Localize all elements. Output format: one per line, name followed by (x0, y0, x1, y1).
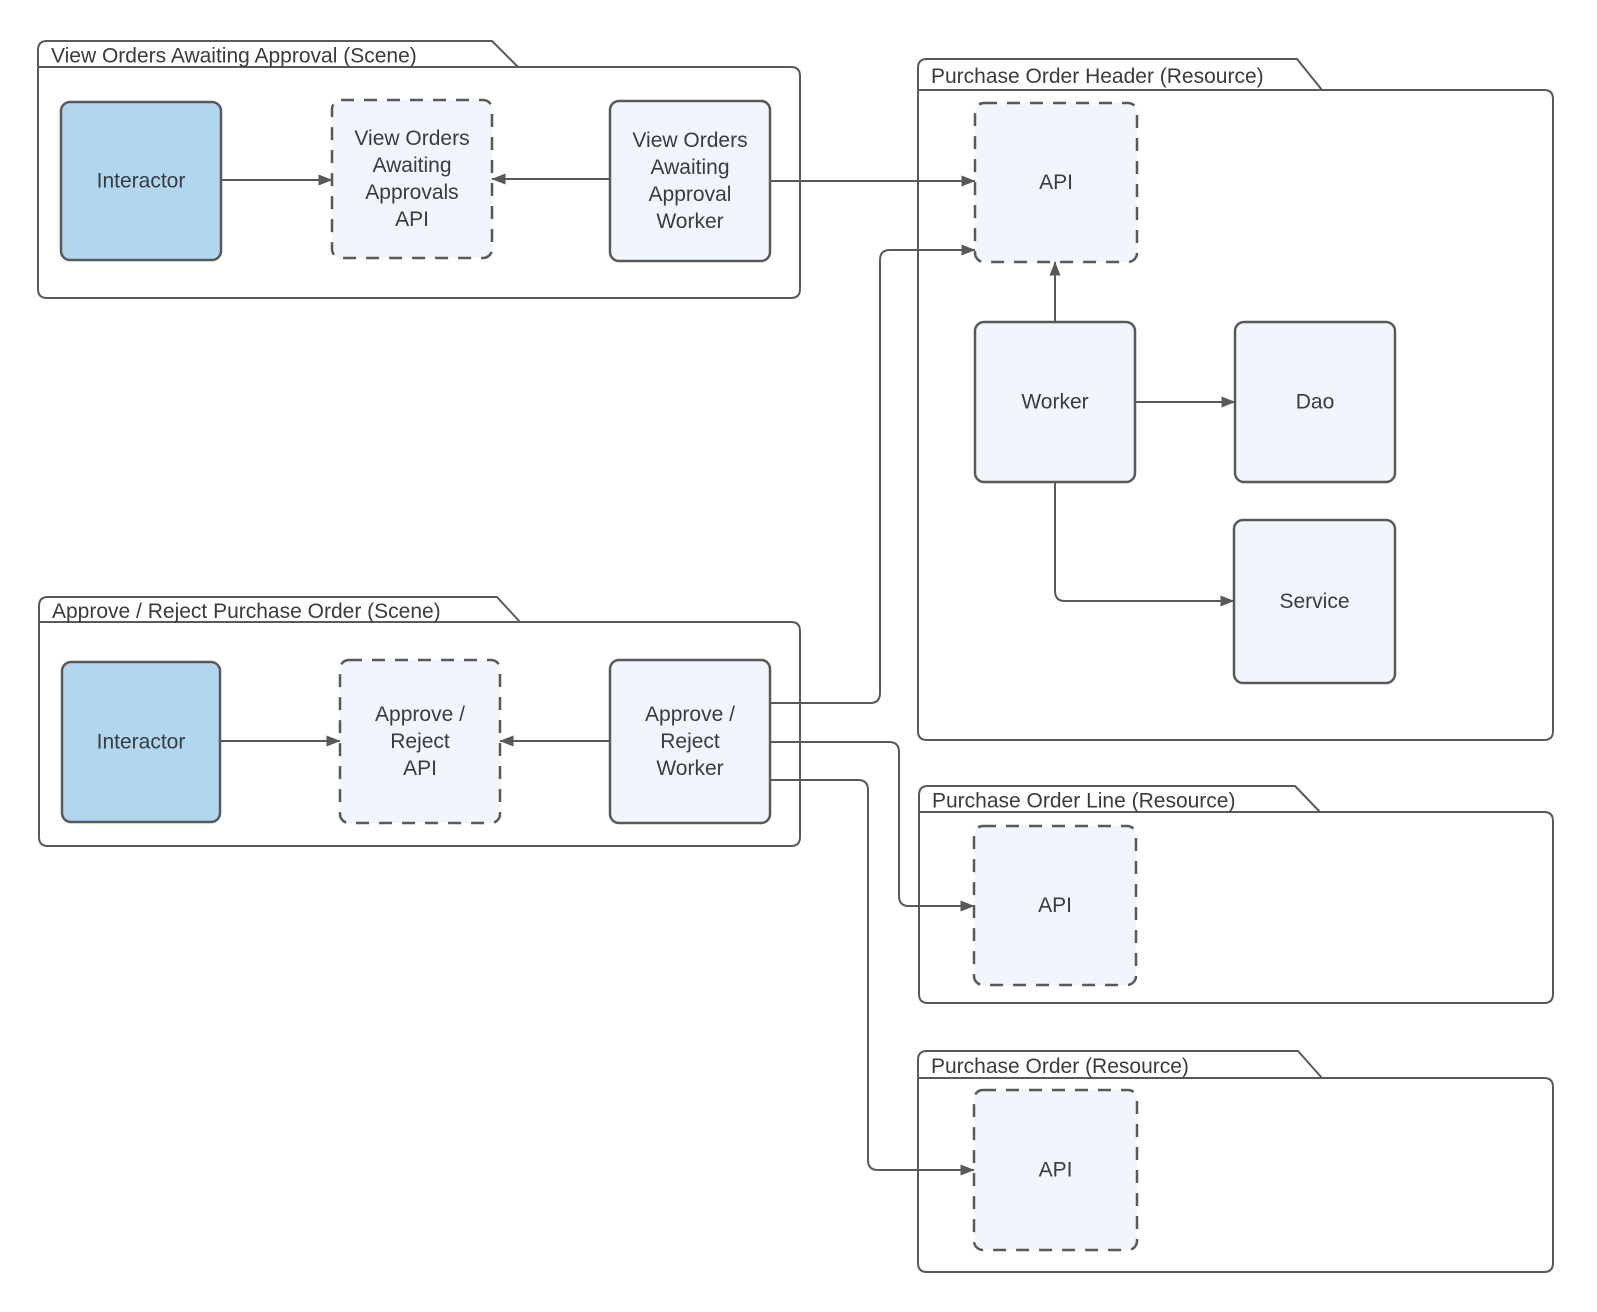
node-box-ar-worker[interactable] (608, 658, 772, 825)
edge-ar-worker-to-pol-api[interactable] (770, 741, 975, 912)
node-pol-api[interactable]: API (972, 824, 1138, 987)
node-label-poh-service: Service (1279, 590, 1349, 613)
edge-ar-worker-to-poh-api[interactable] (770, 244, 976, 704)
node-label-poh-dao: Dao (1296, 391, 1335, 414)
container-title-po-resource: Purchase Order (Resource) (931, 1055, 1189, 1078)
node-po-api[interactable]: API (972, 1088, 1139, 1252)
edge-poh-worker-to-poh-service[interactable] (1054, 482, 1235, 607)
node-box-poh-worker[interactable] (973, 320, 1137, 484)
node-label-poh-api: API (1039, 171, 1073, 194)
node-box-poh-api[interactable] (973, 101, 1139, 264)
node-box-voaa-api[interactable] (330, 98, 494, 260)
node-box-ar-api[interactable] (338, 658, 502, 825)
node-poh-service[interactable]: Service (1232, 518, 1397, 685)
node-box-voaa-worker[interactable] (608, 99, 772, 263)
node-box-poh-dao[interactable] (1233, 320, 1397, 484)
container-title-poh-resource: Purchase Order Header (Resource) (931, 65, 1264, 88)
node-label-voaa-interactor: Interactor (97, 170, 186, 193)
node-poh-worker[interactable]: Worker (973, 320, 1137, 484)
node-label-ar-interactor: Interactor (97, 731, 186, 754)
node-box-ar-interactor[interactable] (60, 660, 222, 824)
node-ar-interactor[interactable]: Interactor (60, 660, 222, 824)
node-label-pol-api: API (1038, 894, 1072, 917)
node-label-po-api: API (1039, 1159, 1073, 1182)
node-box-pol-api[interactable] (972, 824, 1138, 987)
node-voaa-interactor[interactable]: Interactor (59, 100, 223, 262)
node-box-po-api[interactable] (972, 1088, 1139, 1252)
node-label-poh-worker: Worker (1021, 391, 1088, 414)
node-box-poh-service[interactable] (1232, 518, 1397, 685)
container-title-pol-resource: Purchase Order Line (Resource) (932, 790, 1235, 813)
container-title-voaa-scene: View Orders Awaiting Approval (Scene) (51, 45, 417, 68)
node-box-voaa-interactor[interactable] (59, 100, 223, 262)
node-poh-dao[interactable]: Dao (1233, 320, 1397, 484)
container-title-ar-scene: Approve / Reject Purchase Order (Scene) (52, 600, 441, 623)
edge-ar-worker-to-po-api[interactable] (770, 779, 975, 1176)
node-poh-api[interactable]: API (973, 101, 1139, 264)
